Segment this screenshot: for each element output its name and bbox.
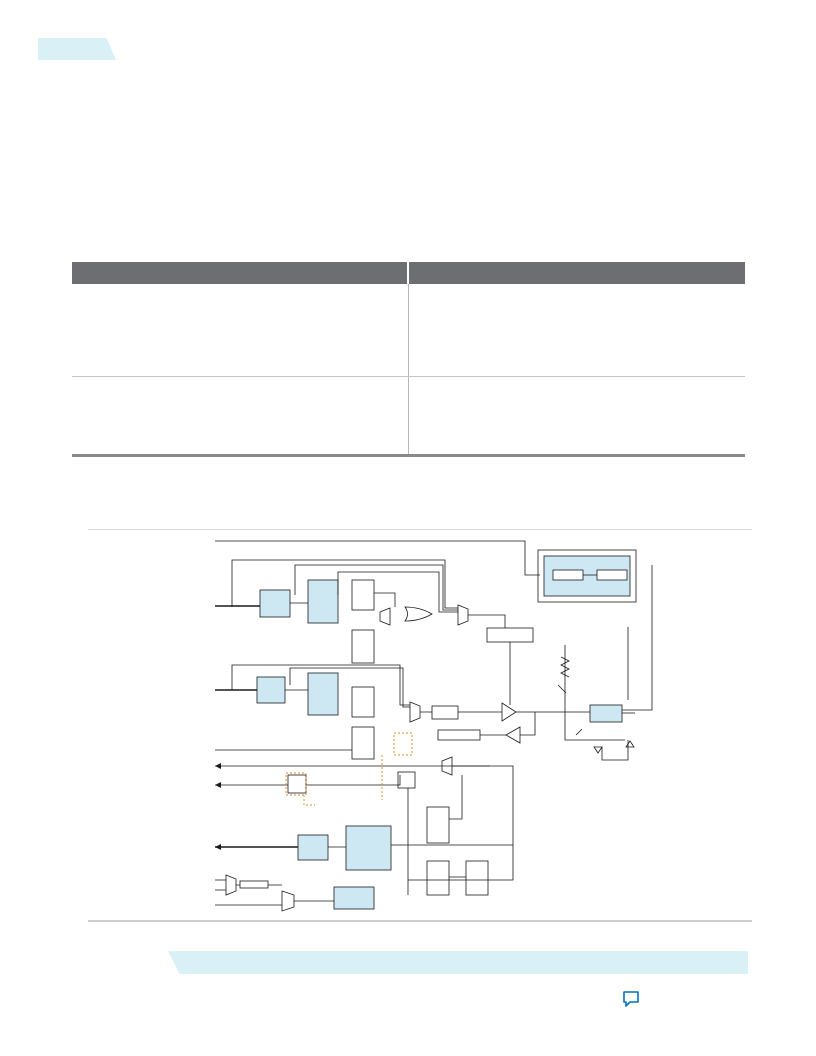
arrow-left-a	[215, 763, 221, 769]
mid-reg-a	[426, 806, 450, 844]
pad-block	[589, 704, 623, 723]
table-bottom-rule	[72, 454, 745, 457]
content-table	[72, 262, 745, 457]
bottom-link	[328, 844, 513, 848]
bottom-small-block	[239, 880, 269, 889]
clock-highlight-a	[393, 732, 413, 756]
bottom-links	[215, 884, 282, 906]
footer-bar	[168, 951, 748, 974]
lane2-mux	[409, 701, 421, 723]
mid-reg-b	[426, 860, 450, 896]
figure-top-rule	[88, 529, 752, 530]
small-link	[306, 775, 401, 786]
clock-highlight-line-b	[303, 795, 315, 806]
lane1-out-line	[468, 614, 506, 628]
rx-buffer	[505, 726, 521, 744]
lane1-reg-a	[351, 579, 375, 611]
bottom-mux-b	[281, 890, 295, 912]
pll-feed	[622, 565, 653, 711]
lane1-mux	[379, 607, 391, 626]
transceiver-block-diagram	[215, 540, 653, 912]
lane1-reg-b	[351, 629, 375, 664]
figure-bottom-rule	[88, 920, 752, 922]
lane1-bus-a	[231, 559, 458, 609]
arrow-left-c	[215, 844, 221, 850]
small-block	[287, 774, 307, 794]
column-divider	[408, 284, 409, 455]
lane1-mux-out	[457, 604, 469, 626]
bottom-block-b	[345, 825, 392, 871]
bottom-block-c	[333, 886, 375, 910]
pad-bottom-line	[564, 712, 625, 741]
mid-mux	[441, 756, 453, 776]
lane1-long-block	[486, 627, 534, 643]
header-divider	[407, 262, 409, 284]
mid-feedback	[449, 775, 463, 820]
section-tab	[38, 38, 116, 60]
mid-reg-c	[465, 860, 489, 896]
tx-driver	[501, 702, 517, 722]
pll-sub-a	[552, 569, 584, 581]
lane1-bus-c	[337, 571, 458, 613]
rx-return	[520, 712, 536, 736]
lane2-block-c	[431, 705, 459, 720]
lane1-or-gate	[404, 606, 433, 622]
pad-switch	[557, 684, 567, 712]
top-signal-line	[215, 540, 540, 576]
lane2-reg-a	[351, 686, 375, 718]
speech-bubble-icon[interactable]	[620, 988, 642, 1010]
lane2-reg-b	[351, 726, 375, 760]
pull-up-resistor	[560, 645, 570, 695]
bottom-block-a	[297, 834, 329, 861]
lane2-block-a	[256, 676, 286, 704]
lane1-reg-link	[374, 592, 396, 607]
row-divider	[72, 376, 745, 377]
lane2-block-b	[307, 672, 339, 716]
rx-block	[437, 729, 481, 741]
lane1-bus-b	[294, 564, 458, 611]
mid-block	[397, 771, 416, 789]
lane1-block-a	[259, 589, 291, 618]
arrow-left-b	[215, 782, 221, 788]
lane1-block-b	[307, 579, 339, 624]
bottom-mux-a	[225, 874, 237, 896]
pll-sub-b	[596, 569, 628, 581]
pad-ground	[601, 740, 629, 761]
clock-highlight-b	[285, 772, 307, 796]
outer-block	[537, 549, 637, 603]
pad-switch-b	[575, 728, 583, 736]
mid-loop	[408, 765, 514, 881]
lane2-bus-b	[289, 667, 410, 708]
bottom-inputs	[215, 879, 226, 891]
